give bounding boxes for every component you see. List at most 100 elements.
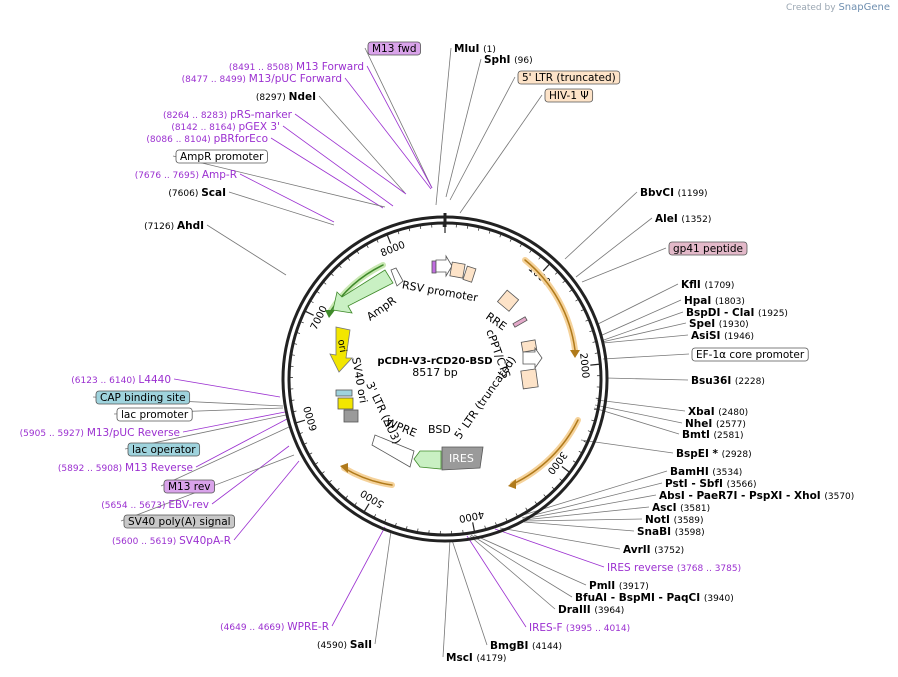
label-bfuai[interactable]: BfuAI - BspMI - PaqCI (3940) [575,592,734,604]
primer-l4440: (6123 .. 6140) L4440 [71,374,171,386]
label-ampprom[interactable]: AmpR promoter [175,149,268,164]
label-prs[interactable]: (8264 .. 8283) pRS-marker [163,109,293,121]
label-psti[interactable]: PstI - SbfI (3566) [665,478,757,490]
label-sali[interactable]: (4590) SalI [317,639,372,651]
site-pos-msci: (4179) [477,654,507,664]
label-box-lacop [127,442,201,457]
label-ahdi[interactable]: (7126) AhdI [144,220,204,232]
label-kfli[interactable]: KflI (1709) [681,279,734,291]
label-ndei[interactable]: (8297) NdeI [256,91,316,103]
primer-range-pgex: (8142 .. 8164) [171,123,238,133]
tick-3400 [534,501,538,505]
primer-name-l4440: L4440 [138,374,171,386]
label-bspdi[interactable]: BspDI - ClaI (1925) [686,307,788,319]
orange-arc-3 [341,465,395,488]
leader-snabi [523,521,635,532]
label-bmgbi[interactable]: BmgBI (4144) [490,640,562,652]
label-asisi[interactable]: AsiSI (1946) [691,330,754,342]
label-spei[interactable]: SpeI (1930) [689,318,749,330]
label-msci[interactable]: MscI (4179) [446,652,506,664]
label-scai[interactable]: (7606) ScaI [168,187,226,199]
label-iresrev[interactable]: IRES reverse (3768 .. 3785) [607,562,741,574]
label-hpai[interactable]: HpaI (1803) [684,295,745,307]
primer-name-m13puc: M13/pUC Forward [249,73,342,85]
label-alei[interactable]: AleI (1352) [655,213,711,225]
ori-arrow [329,326,353,373]
label-bbvci[interactable]: BbvCI (1199) [640,187,708,199]
primer-iresf: IRES-F (3995 .. 4014) [529,622,630,634]
label-text-hiv: HIV-1 Ψ [549,90,589,102]
label-asci[interactable]: AscI (3581) [652,502,710,514]
site-name-absi: AbsI - PaeR7I - PspXI - XhoI [659,490,824,502]
label-bamhi[interactable]: BamHI (3534) [670,466,742,478]
primer-prs: (8264 .. 8283) pRS-marker [163,109,293,121]
label-m13rev[interactable]: (5892 .. 5908) M13 Reverse [58,462,193,474]
label-nhei[interactable]: NheI (2577) [685,418,746,430]
feature-box-cppt [520,339,538,353]
label-bmti[interactable]: BmtI (2581) [682,429,743,441]
label-ampr[interactable]: (7676 .. 7695) Amp-R [135,169,237,181]
site-pos-kfli: (1709) [704,281,734,291]
label-snabi[interactable]: SnaBI (3598) [637,526,705,538]
label-xbai[interactable]: XbaI (2480) [688,406,748,418]
leader-pbr [270,137,384,209]
tick-3200 [551,486,556,491]
leader-sv40par [233,460,300,541]
primer-sv40par: (5600 .. 5619) SV40pA-R [112,535,231,547]
sv40-pattern-box [335,389,353,397]
sv40-yellow-box [337,397,354,410]
label-text-gp41: gp41 peptide [673,243,743,255]
label-m13f[interactable]: (8491 .. 8508) M13 Forward [229,61,364,73]
leader-scai [228,191,335,226]
leader-asci [522,506,650,521]
primer-m13pucrev: (5905 .. 5927) M13/pUC Reverse [20,427,180,439]
tick-2600 [587,430,592,433]
tick-label-2000: 2000 [577,353,590,379]
tick-1900 [594,352,599,354]
ef1a-arrow [522,346,543,370]
label-lacprom[interactable]: lac promoter [116,407,193,422]
label-absi[interactable]: AbsI - PaeR7I - PspXI - XhoI (3570) [659,490,854,502]
label-sphi[interactable]: SphI (96) [484,54,533,66]
label-m13revbox[interactable]: M13 rev [163,479,215,494]
label-text-sv40pa: SV40 poly(A) signal [128,516,231,528]
site-name-xbai: XbaI [688,406,718,418]
label-pbr[interactable]: (8086 .. 8104) pBRforEco [146,133,268,145]
tick-4700 [394,522,397,527]
label-pgex[interactable]: (8142 .. 8164) pGEX 3' [171,121,280,133]
site-sphi: SphI (96) [484,54,533,66]
label-pmli[interactable]: PmlI (3917) [589,580,649,592]
label-bsu36i[interactable]: Bsu36I (2228) [691,375,765,387]
primer-name-iresf: IRES-F [529,622,566,634]
label-m13pucrev[interactable]: (5905 .. 5927) M13/pUC Reverse [20,427,180,439]
label-draiii[interactable]: DraIII (3964) [558,604,624,616]
primer-range-m13rev: (5892 .. 5908) [58,464,125,474]
label-sv40pa[interactable]: SV40 poly(A) signal [123,514,235,529]
tick-2700 [583,440,588,444]
label-lacop[interactable]: lac operator [127,442,201,457]
label-hiv[interactable]: HIV-1 Ψ [544,88,594,103]
label-noti[interactable]: NotI (3589) [645,514,704,526]
label-ef1a[interactable]: EF-1α core promoter [691,347,809,362]
label-l4440[interactable]: (6123 .. 6140) L4440 [71,374,171,386]
label-bspei[interactable]: BspEI * (2928) [676,448,752,460]
label-wprer[interactable]: (4649 .. 4669) WPRE-R [220,621,329,633]
label-m13fwd[interactable]: M13 fwd [367,41,421,56]
tick-1300 [569,289,573,292]
leader-psti [521,482,663,519]
tick-2500 [591,419,596,422]
leader-iresf [466,535,527,628]
label-m13puc[interactable]: (8477 .. 8499) M13/pUC Forward [182,73,342,85]
label-sv40par[interactable]: (5600 .. 5619) SV40pA-R [112,535,231,547]
tick-1000 [542,263,551,272]
label-cap[interactable]: CAP binding site [95,390,191,405]
label-avrii[interactable]: AvrII (3752) [623,544,684,556]
label-box-sv40pa [123,514,235,529]
label-mlui[interactable]: MluI (1) [454,43,496,55]
label-ltr5[interactable]: 5' LTR (truncated) [517,70,621,85]
label-iresf[interactable]: IRES-F (3995 .. 4014) [529,622,630,634]
label-gp41[interactable]: gp41 peptide [668,241,748,256]
tick-8000 [386,233,392,244]
wpre-arc [371,434,415,468]
label-ebv[interactable]: (5654 .. 5673) EBV-rev [101,499,209,511]
